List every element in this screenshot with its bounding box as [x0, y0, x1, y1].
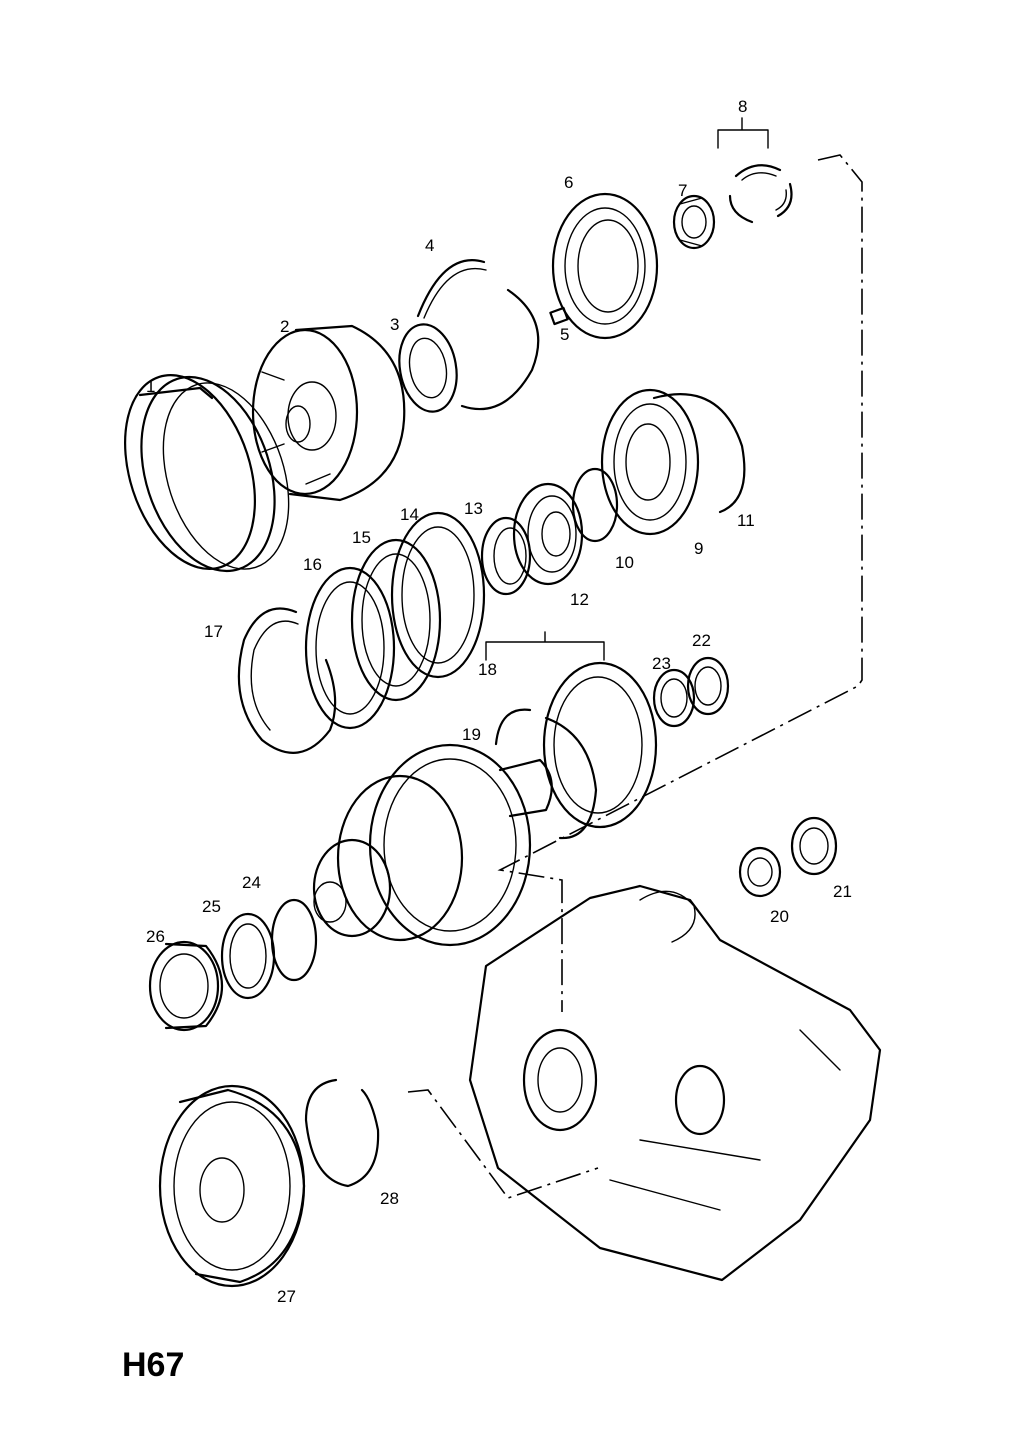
- label-27: 27: [277, 1287, 296, 1306]
- part-18-ring-gear: [485, 631, 658, 829]
- part-16-clutch-plate: [304, 566, 396, 730]
- part-24-snap-ring: [270, 898, 318, 982]
- part-15-friction-disc: [350, 538, 442, 702]
- part-21-bearing-race: [790, 816, 838, 876]
- part-23-washer: [652, 668, 696, 728]
- label-13: 13: [464, 499, 483, 518]
- part-12-planet-hub: [512, 482, 584, 586]
- label-19: 19: [462, 725, 481, 744]
- label-26: 26: [146, 927, 165, 946]
- label-23: 23: [652, 654, 671, 673]
- label-2: 2: [280, 317, 289, 336]
- label-16: 16: [303, 555, 322, 574]
- part-2-clutch-drum: [251, 324, 406, 502]
- label-21: 21: [833, 882, 852, 901]
- label-20: 20: [770, 907, 789, 926]
- part-3-thrust-washer: [398, 323, 458, 413]
- label-17: 17: [204, 622, 223, 641]
- part-17-snap-ring: [237, 607, 337, 754]
- label-5: 5: [560, 325, 569, 344]
- part-28-snap-ring: [304, 1078, 380, 1188]
- part-1-brake-band: [124, 374, 290, 573]
- label-25: 25: [202, 897, 221, 916]
- part-4-snap-ring: [416, 259, 540, 411]
- part-10-circlip: [571, 467, 619, 543]
- label-22: 22: [692, 631, 711, 650]
- label-6: 6: [564, 173, 573, 192]
- part-labels: 1 2 3 4 5 6 7 8 9 10 11 12 13 14 15 16 1…: [146, 97, 852, 1306]
- part-9-one-way-clutch: [600, 388, 700, 536]
- part-8-split-bushing: [717, 117, 793, 224]
- label-10: 10: [615, 553, 634, 572]
- assembly-guide-line-lower: [407, 1089, 599, 1199]
- label-7: 7: [678, 181, 687, 200]
- part-6-clutch-hub: [551, 192, 659, 340]
- label-3: 3: [390, 315, 399, 334]
- label-28: 28: [380, 1189, 399, 1208]
- label-11: 11: [737, 511, 755, 530]
- label-12: 12: [570, 590, 589, 609]
- transmission-housing: [468, 884, 882, 1282]
- part-11-snap-ring: [652, 393, 746, 514]
- part-27-helical-gear: [158, 1084, 306, 1288]
- label-18: 18: [478, 660, 497, 679]
- assembly-guide-line: [497, 154, 863, 1012]
- part-26-roller-bearing: [148, 940, 224, 1032]
- part-19-circlip: [494, 708, 598, 840]
- label-24: 24: [242, 873, 261, 892]
- part-14-clutch-plate: [390, 511, 486, 679]
- part-7-needle-bearing: [672, 194, 716, 250]
- label-8: 8: [738, 97, 747, 116]
- label-15: 15: [352, 528, 371, 547]
- label-1: 1: [146, 377, 155, 396]
- part-13-circlip: [480, 516, 532, 596]
- part-22-washer: [686, 656, 730, 716]
- part-double-gear-assembly: [312, 743, 553, 947]
- label-4: 4: [425, 236, 434, 255]
- part-20-seal: [738, 846, 782, 898]
- label-14: 14: [400, 505, 419, 524]
- diagram-code: H67: [122, 1346, 184, 1384]
- part-25-shim: [220, 912, 276, 1000]
- label-9: 9: [694, 539, 703, 558]
